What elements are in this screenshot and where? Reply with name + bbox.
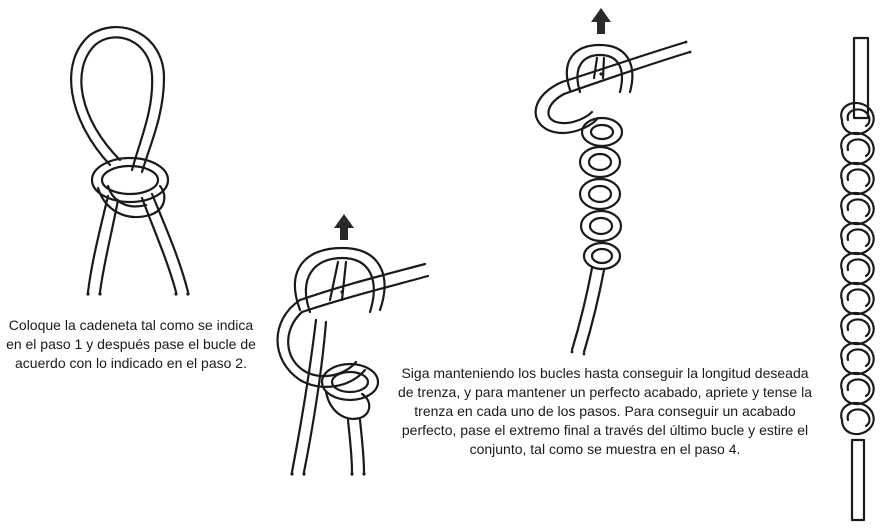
braid-links [840, 101, 875, 436]
caption-steps-1-2: Coloque la cadeneta tal como se indica e… [6, 317, 256, 371]
step-3-figure [534, 8, 692, 356]
caption-steps-3-4: Siga manteniendo los bucles hasta conseg… [397, 365, 813, 457]
step-4-figure [840, 36, 875, 522]
arrow-up-icon [334, 214, 354, 240]
step-2-figure [276, 214, 430, 476]
arrow-up-icon [591, 8, 611, 34]
step-1-figure [70, 25, 190, 296]
chain-links [578, 116, 624, 271]
